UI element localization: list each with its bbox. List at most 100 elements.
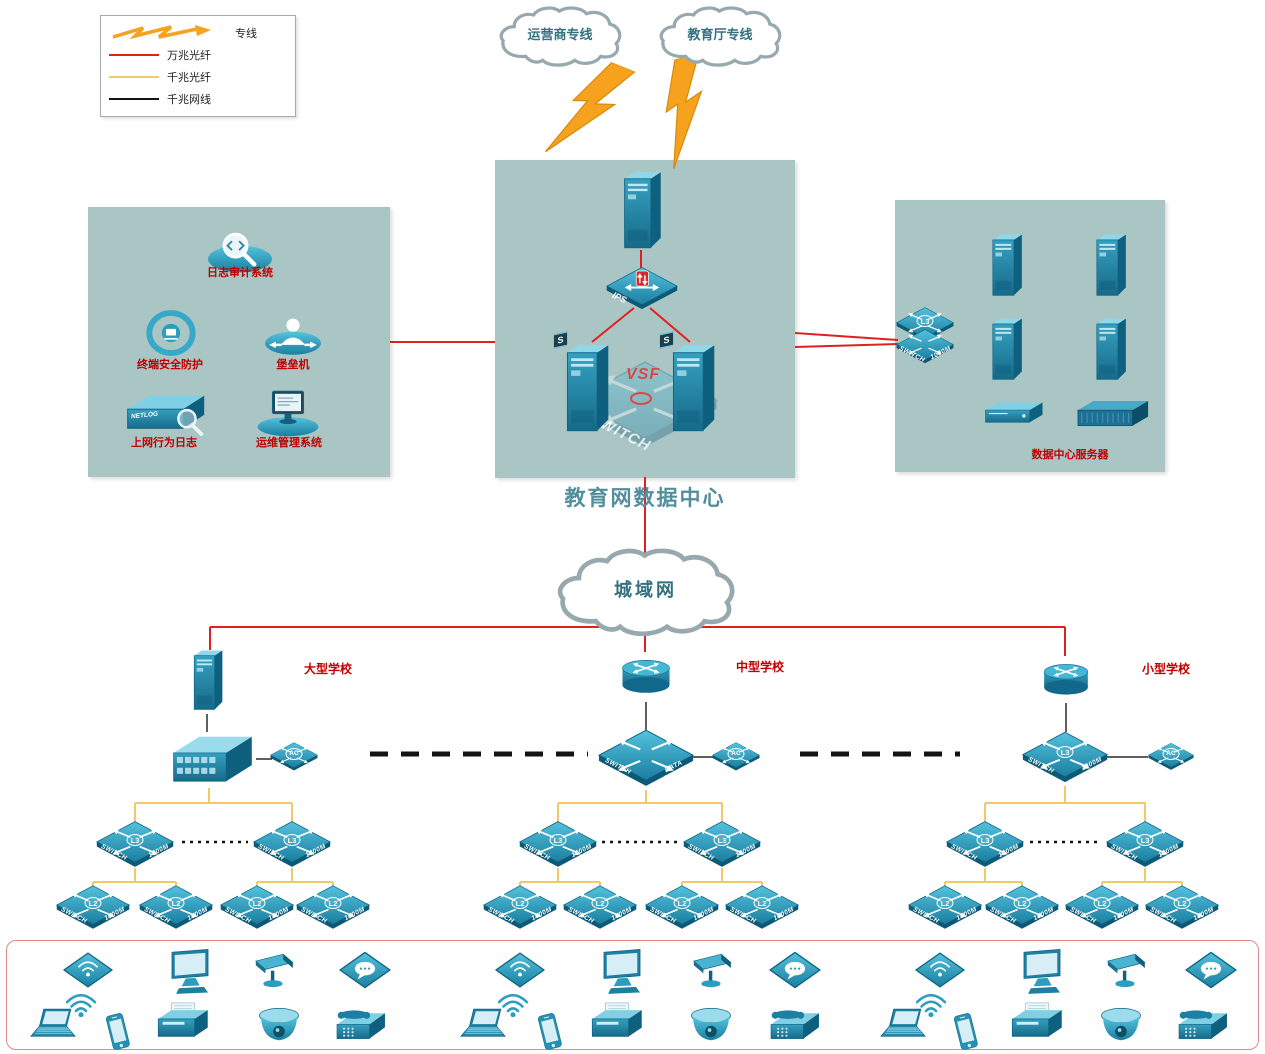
terminal-security bbox=[136, 308, 206, 358]
telephone-icon bbox=[764, 1006, 826, 1050]
router-icon bbox=[1040, 655, 1092, 703]
legend: 专线 万兆光纤 千兆光纤 千兆网线 bbox=[100, 15, 296, 117]
server-icon bbox=[666, 338, 718, 438]
wireless-ap-icon bbox=[494, 950, 546, 990]
server-icon bbox=[1090, 316, 1130, 382]
metro-cloud-label: 城域网 bbox=[614, 579, 677, 600]
chassis-switch-icon bbox=[166, 730, 258, 788]
l2-switch: L2 SWITCH 1000M bbox=[296, 884, 370, 932]
l2-switch: L2 SWITCH 1000M bbox=[1145, 884, 1219, 932]
l3-badge: L3 bbox=[976, 834, 994, 846]
l2-switch: L2 SWITCH 1000M bbox=[139, 884, 213, 932]
l2-switch: L2 SWITCH 1000M bbox=[563, 884, 637, 932]
l2-switch: L2 SWITCH 1000M bbox=[985, 884, 1059, 932]
branch-router bbox=[1040, 655, 1092, 703]
telephone-icon bbox=[1172, 1006, 1234, 1050]
legend-row-1g-cable: 千兆网线 bbox=[109, 88, 287, 110]
l3-switch: L3 SWITCH 1000M bbox=[1106, 820, 1184, 870]
red-line-sample bbox=[109, 54, 159, 56]
l3-badge: L3 bbox=[1056, 746, 1074, 759]
desktop-icon bbox=[592, 948, 652, 998]
l2-badge: L2 bbox=[1013, 897, 1031, 910]
bastion-label: 堡垒机 bbox=[276, 359, 310, 371]
ops-label: 运维管理系统 bbox=[256, 437, 322, 449]
l3-badge: L3 bbox=[713, 834, 731, 846]
chat-terminal-icon bbox=[1184, 950, 1238, 990]
cloud-education-line: 教育厅专线 bbox=[644, 6, 796, 68]
cloud-carrier-line: 运营商专线 bbox=[484, 6, 636, 68]
chat-terminal-icon bbox=[338, 950, 392, 990]
ips-device: IPS bbox=[606, 266, 678, 312]
ips-icon bbox=[606, 266, 678, 312]
vsf-core-server-2: S bbox=[659, 331, 718, 438]
wifi-waves-icon bbox=[62, 988, 100, 1020]
core-chassis-switch bbox=[166, 730, 258, 788]
wifi-waves-icon bbox=[912, 988, 950, 1020]
telephone-icon bbox=[330, 1006, 392, 1050]
server-icon bbox=[986, 316, 1026, 382]
ac-badge: AC bbox=[1162, 747, 1180, 760]
ac-badge: AC bbox=[727, 747, 745, 760]
l2-badge: L2 bbox=[324, 897, 342, 910]
chat-terminal-icon bbox=[768, 950, 822, 990]
legend-row-10g: 万兆光纤 bbox=[109, 44, 287, 66]
server-icon bbox=[560, 338, 612, 438]
server-farm-switch-top: L3 bbox=[896, 306, 954, 344]
l3-switch: L3 SWITCH 1000M bbox=[253, 820, 331, 870]
l2-switch: L2 SWITCH 1000M bbox=[645, 884, 719, 932]
server-farm-switch-bottom: SWITCH 1000M bbox=[896, 328, 954, 366]
cloud-education-label: 教育厅专线 bbox=[687, 27, 753, 43]
branch-router bbox=[618, 650, 674, 702]
vsf-label: VSF bbox=[626, 366, 661, 383]
legend-row-dedicated: 专线 bbox=[109, 22, 287, 44]
legend-label: 千兆光纤 bbox=[167, 72, 211, 84]
wireless-ap-icon bbox=[914, 950, 966, 990]
l3-badge: L3 bbox=[1136, 834, 1154, 846]
ac-controller: AC bbox=[712, 740, 760, 774]
desktop-icon bbox=[1012, 948, 1072, 998]
l2-badge: L2 bbox=[1173, 897, 1191, 910]
ip-camera-icon bbox=[1098, 946, 1156, 994]
l3-badge: L3 bbox=[126, 834, 144, 846]
l2-badge: L2 bbox=[167, 897, 185, 910]
printer-icon bbox=[152, 1000, 214, 1048]
l3-switch: L3 SWITCH 1000M bbox=[519, 820, 597, 870]
vsf-core-server-1: S bbox=[553, 331, 612, 438]
legend-row-1g-fiber: 千兆光纤 bbox=[109, 66, 287, 88]
black-line-sample bbox=[109, 98, 159, 100]
l2-switch: L2 SWITCH 1000M bbox=[220, 884, 294, 932]
cloud-carrier-label: 运营商专线 bbox=[527, 27, 593, 43]
datacenter-title: 教育网数据中心 bbox=[564, 486, 726, 510]
terminal-security-label: 终端安全防护 bbox=[137, 359, 203, 371]
l2-badge: L2 bbox=[84, 897, 102, 910]
wireless-ap-icon bbox=[62, 950, 114, 990]
lightning-sample-icon bbox=[112, 25, 211, 40]
server-icon bbox=[986, 232, 1026, 298]
server-panel-title: 数据中心服务器 bbox=[1031, 449, 1109, 461]
datacenter-server bbox=[1090, 232, 1130, 298]
1g-fiber-lines bbox=[92, 786, 1183, 889]
school-small-label: 小型学校 bbox=[1141, 662, 1190, 676]
l2-badge: L2 bbox=[1093, 897, 1111, 910]
l3-switch: L3 SWITCH 1000M bbox=[683, 820, 761, 870]
printer-icon bbox=[1006, 1000, 1068, 1048]
blade-chassis bbox=[1074, 392, 1152, 436]
router-icon bbox=[618, 650, 674, 702]
dome-camera-icon bbox=[686, 1004, 736, 1046]
dome-camera-icon bbox=[1096, 1004, 1146, 1046]
l2-badge: L2 bbox=[511, 897, 529, 910]
bastion-person-icon bbox=[255, 312, 331, 358]
school-medium-label: 中型学校 bbox=[735, 660, 784, 674]
l3-badge: L3 bbox=[283, 834, 301, 846]
l2-switch: L2 SWITCH 1000M bbox=[1065, 884, 1139, 932]
l2-switch: L2 SWITCH 1000M bbox=[908, 884, 982, 932]
ac-controller: AC bbox=[270, 740, 318, 774]
log-audit-label: 日志审计系统 bbox=[207, 267, 273, 279]
netlog-label: 上网行为日志 bbox=[131, 437, 197, 449]
ops-management-system bbox=[246, 386, 330, 438]
monitor-icon bbox=[246, 386, 330, 438]
ac-badge: AC bbox=[285, 747, 303, 760]
dome-camera-icon bbox=[254, 1004, 304, 1046]
l2-badge: L2 bbox=[591, 897, 609, 910]
